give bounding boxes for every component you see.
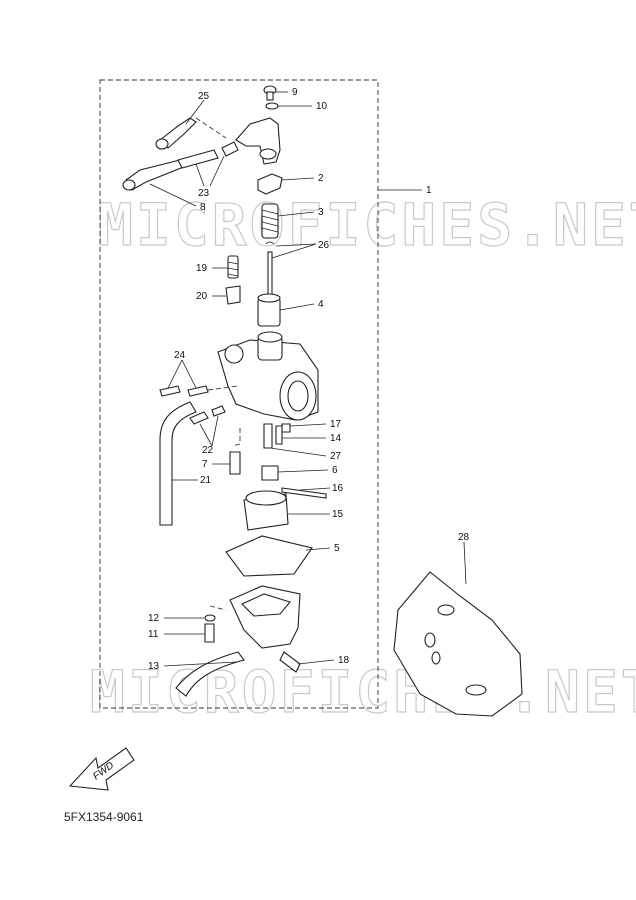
forward-direction-arrow: FWD (68, 747, 135, 791)
callout-22-label: 22 (202, 445, 214, 456)
part-26-needle (267, 251, 273, 297)
assembly-line (209, 605, 227, 611)
callout-11-label: 11 (148, 629, 159, 640)
part-4-throttle-valve (257, 293, 281, 327)
part-26-clip (265, 241, 275, 245)
callout-3: 3 (277, 207, 324, 218)
callout-4-label: 4 (318, 299, 324, 310)
callout-1-label: 1 (426, 185, 432, 196)
callout-2: 2 (281, 173, 324, 184)
assembly-line (231, 428, 241, 447)
callout-3-label: 3 (318, 207, 324, 218)
callout-26: 26 (271, 240, 330, 259)
callout-6-label: 6 (332, 465, 338, 476)
callout-25: 25 (185, 91, 210, 125)
part-10-washer (265, 102, 279, 110)
callout-8: 8 (149, 183, 206, 213)
callout-14-label: 14 (330, 433, 342, 444)
callout-21-label: 21 (200, 475, 212, 486)
callout-18: 18 (297, 655, 350, 666)
callout-7: 7 (202, 459, 230, 470)
callout-27-label: 27 (330, 451, 342, 462)
callout-13-label: 13 (148, 661, 160, 672)
callout-5-label: 5 (334, 543, 340, 554)
callout-8-label: 8 (200, 202, 206, 213)
callout-20-label: 20 (196, 291, 208, 302)
callout-25-label: 25 (198, 91, 210, 102)
callout-24-label: 24 (174, 350, 186, 361)
part-2-plate (257, 173, 283, 195)
part-22-screw-spring (189, 405, 226, 425)
assembly-line (207, 385, 239, 391)
callout-28: 28 (458, 532, 470, 585)
part-14-jet (275, 425, 283, 445)
callout-9: 9 (276, 87, 298, 98)
callout-10-label: 10 (316, 101, 328, 112)
part-11-screw (204, 623, 215, 643)
part-8-hose (122, 159, 187, 191)
callout-27: 27 (269, 447, 342, 462)
part-17-jet (281, 423, 291, 433)
part-19-spring (227, 255, 239, 279)
callout-19: 19 (196, 263, 228, 274)
part-21-hose (159, 401, 197, 526)
part-5-gasket (225, 535, 313, 577)
assembly-boundary (99, 79, 379, 709)
callout-10: 10 (278, 101, 328, 112)
callout-6: 6 (277, 465, 338, 476)
callout-7-label: 7 (202, 459, 208, 470)
part-28-protector (393, 571, 523, 717)
callout-28-label: 28 (458, 532, 470, 543)
part-23-pipes (177, 141, 239, 169)
callout-21: 21 (172, 475, 212, 486)
callout-14: 14 (282, 433, 342, 444)
callout-17-label: 17 (330, 419, 342, 430)
part-3-spring (261, 203, 279, 239)
callout-15: 15 (288, 509, 344, 520)
assembly-line (195, 117, 227, 139)
part-12-washer (204, 614, 216, 622)
callout-23-label: 23 (198, 188, 210, 199)
watermark-top: MICROFICHES.NET (98, 191, 636, 259)
part-24-screw-spring (159, 385, 209, 397)
watermark-bottom: MICROFICHES.NET (90, 658, 636, 726)
part-27-jet (263, 423, 273, 449)
callout-12: 12 (148, 613, 204, 624)
callout-16: 16 (299, 483, 344, 494)
part-13-drain-hose (175, 651, 245, 697)
callout-19-label: 19 (196, 263, 208, 274)
callout-17: 17 (289, 419, 342, 430)
callout-16-label: 16 (332, 483, 344, 494)
callout-22: 22 (199, 415, 219, 456)
callout-9-label: 9 (292, 87, 298, 98)
starter-pipe (235, 117, 281, 165)
diagram-code: 5FX1354-9061 (64, 810, 144, 824)
callout-23: 23 (195, 155, 225, 199)
callout-13: 13 (148, 661, 237, 672)
callout-20: 20 (196, 291, 226, 302)
part-6-jet-holder (261, 465, 279, 481)
callout-1: 1 (378, 185, 432, 196)
callout-18-label: 18 (338, 655, 350, 666)
callout-24: 24 (167, 350, 197, 389)
part-20-screw (225, 285, 241, 305)
callout-15-label: 15 (332, 509, 344, 520)
callout-12-label: 12 (148, 613, 160, 624)
callout-26-label: 26 (318, 240, 330, 251)
callout-4: 4 (279, 299, 324, 311)
callout-2-label: 2 (318, 173, 324, 184)
part-7-jet (229, 451, 241, 475)
part-9-screw (263, 85, 277, 101)
part-16-pin (281, 487, 327, 499)
callout-5: 5 (305, 543, 340, 554)
float-chamber (229, 585, 301, 649)
carburetor-body (217, 331, 319, 421)
part-15-float (243, 490, 289, 531)
part-25-cap (155, 117, 197, 150)
part-18-drain-screw (279, 651, 301, 673)
callout-11: 11 (148, 629, 205, 640)
